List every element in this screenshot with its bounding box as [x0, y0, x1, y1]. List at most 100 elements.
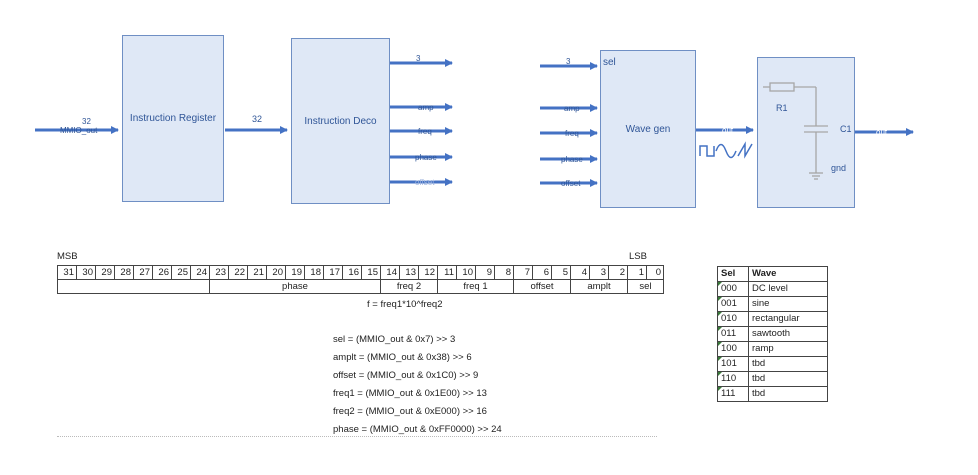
sel-code: 000: [717, 281, 749, 297]
wave-header: Wave: [748, 266, 828, 282]
square-wave-icon: [699, 145, 715, 157]
bit-number-cell: 22: [228, 265, 248, 280]
field-row: phase freq 2 freq 1 offset amplt sel: [57, 279, 664, 294]
gnd-label: gnd: [831, 163, 847, 173]
bit-number-cell: 16: [342, 265, 362, 280]
bit-number-cell: 30: [76, 265, 96, 280]
deco-sel-width-label: 3: [416, 54, 421, 63]
bit-number-cell: 17: [323, 265, 343, 280]
bit-number-cell: 7: [513, 265, 533, 280]
wave-name: tbd: [748, 356, 828, 372]
bit-number-cell: 2: [608, 265, 628, 280]
instruction-register-block: Instruction Register: [122, 35, 224, 202]
wg-sel-label: sel: [603, 57, 616, 68]
deco-amp-label: amp: [418, 103, 434, 112]
sel-table-header-row: Sel Wave: [717, 266, 828, 282]
sel-code: 101: [717, 356, 749, 372]
equation-sel: sel = (MMIO_out & 0x7) >> 3: [333, 334, 456, 345]
bit-number-cell: 11: [437, 265, 457, 280]
wg-phase-label: phase: [561, 155, 583, 164]
sawtooth-wave-icon: [737, 141, 753, 159]
mmio-width-label: 32: [82, 117, 91, 126]
bit-number-cell: 10: [456, 265, 476, 280]
bit-number-cell: 29: [95, 265, 115, 280]
bit-number-cell: 13: [399, 265, 419, 280]
field-phase: phase: [209, 279, 381, 294]
equation-phase: phase = (MMIO_out & 0xFF0000) >> 24: [333, 424, 502, 435]
bit-number-cell: 4: [570, 265, 590, 280]
field-freq1: freq 1: [437, 279, 514, 294]
bit-number-cell: 0: [646, 265, 664, 280]
mmio-out-label: MMIO_out: [60, 126, 98, 135]
wave-gen-block: Wave gen: [600, 50, 696, 208]
bit-number-cell: 27: [133, 265, 153, 280]
equation-freq2: freq2 = (MMIO_out & 0xE000) >> 16: [333, 406, 487, 417]
bit-number-cell: 25: [171, 265, 191, 280]
unused-field-cell: [57, 279, 210, 294]
bit-number-cell: 3: [589, 265, 609, 280]
wave-name: tbd: [748, 386, 828, 402]
instruction-deco-label: Instruction Deco: [304, 115, 377, 127]
sel-code: 111: [717, 386, 749, 402]
bit-number-cell: 28: [114, 265, 134, 280]
deco-offset-label: offset: [415, 178, 435, 187]
sine-wave-icon: [715, 143, 737, 159]
bit-number-cell: 6: [532, 265, 552, 280]
msb-label: MSB: [57, 251, 78, 262]
dotted-divider: [57, 436, 657, 437]
rc-filter-block: R1 C1 gnd: [757, 57, 855, 208]
c1-label: C1: [840, 124, 852, 134]
sel-header: Sel: [717, 266, 749, 282]
wg-offset-label: offset: [561, 179, 581, 188]
field-freq2: freq 2: [380, 279, 438, 294]
bit-number-cell: 1: [627, 265, 647, 280]
sel-code: 010: [717, 311, 749, 327]
equation-freq1: freq1 = (MMIO_out & 0x1E00) >> 13: [333, 388, 487, 399]
bit-number-cell: 31: [57, 265, 77, 280]
wg-freq-label: freq: [565, 129, 579, 138]
deco-freq-label: freq: [418, 127, 432, 136]
bit-number-cell: 8: [494, 265, 514, 280]
bit-number-cell: 14: [380, 265, 400, 280]
sel-code: 100: [717, 341, 749, 357]
frequency-formula: f = freq1*10^freq2: [367, 299, 443, 310]
bit-number-cell: 15: [361, 265, 381, 280]
wave-name: ramp: [748, 341, 828, 357]
lsb-label: LSB: [629, 251, 647, 262]
bit-number-cell: 24: [190, 265, 210, 280]
sel-code: 001: [717, 296, 749, 312]
equation-offset: offset = (MMIO_out & 0x1C0) >> 9: [333, 370, 479, 381]
wg-out-label: out: [722, 126, 734, 135]
bit-number-cell: 26: [152, 265, 172, 280]
deco-phase-label: phase: [415, 153, 437, 162]
filter-out-label: out: [876, 128, 888, 137]
field-amplt: amplt: [570, 279, 628, 294]
bit-number-cell: 5: [551, 265, 571, 280]
bit-number-cell: 12: [418, 265, 438, 280]
bit-number-cell: 9: [475, 265, 495, 280]
bit-number-cell: 21: [247, 265, 267, 280]
wave-name: tbd: [748, 371, 828, 387]
wave-name: DC level: [748, 281, 828, 297]
instruction-deco-block: Instruction Deco: [291, 38, 390, 204]
equation-amplt: amplt = (MMIO_out & 0x38) >> 6: [333, 352, 472, 363]
sel-code: 110: [717, 371, 749, 387]
wave-name: rectangular: [748, 311, 828, 327]
wg-sel-width-label: 3: [566, 57, 571, 66]
bit-number-cell: 20: [266, 265, 286, 280]
wg-amp-label: amp: [564, 104, 580, 113]
bit-number-cell: 23: [209, 265, 229, 280]
bit-number-cell: 19: [285, 265, 305, 280]
wave-gen-label: Wave gen: [625, 123, 671, 135]
